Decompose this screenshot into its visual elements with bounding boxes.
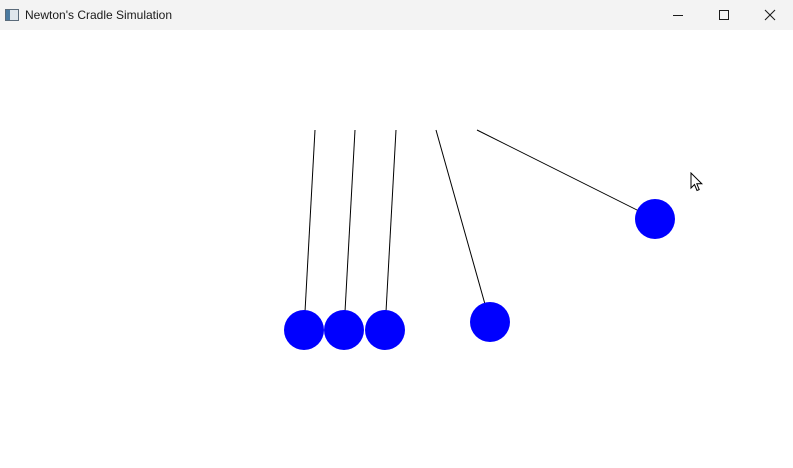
- simulation-canvas[interactable]: [0, 30, 793, 468]
- minimize-button[interactable]: [655, 0, 701, 30]
- pendulum-string-1: [303, 129, 316, 331]
- pendulum-string-3: [384, 129, 397, 331]
- title-bar[interactable]: Newton's Cradle Simulation: [0, 0, 793, 30]
- minimize-icon: [673, 15, 683, 16]
- close-icon: [764, 9, 776, 21]
- pendulum-ball-2[interactable]: [324, 310, 364, 350]
- pendulum-ball-1[interactable]: [284, 310, 324, 350]
- app-icon: [5, 9, 19, 21]
- close-button[interactable]: [747, 0, 793, 30]
- cradle-drawing: [284, 129, 675, 350]
- maximize-icon: [719, 10, 729, 20]
- pendulum-string-4: [435, 129, 491, 323]
- pendulum-ball-3[interactable]: [365, 310, 405, 350]
- pendulum-string-2: [343, 129, 356, 331]
- pendulum-ball-4[interactable]: [470, 302, 510, 342]
- maximize-button[interactable]: [701, 0, 747, 30]
- window-controls: [655, 0, 793, 30]
- pendulum-ball-5[interactable]: [635, 199, 675, 239]
- mouse-cursor-icon: [690, 172, 704, 192]
- pendulum-string-5: [476, 129, 656, 220]
- window-title: Newton's Cradle Simulation: [25, 8, 173, 22]
